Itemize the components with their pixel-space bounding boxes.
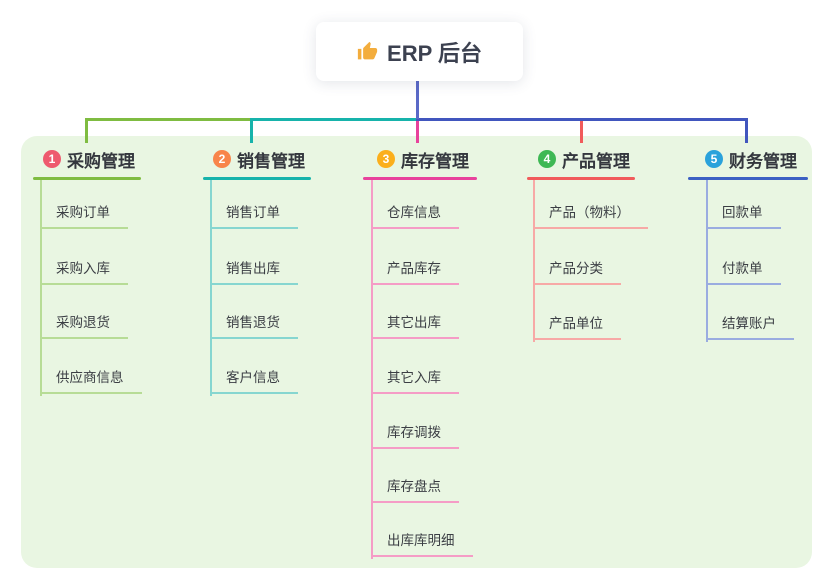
branch-label: 销售管理 xyxy=(237,151,305,171)
child-node[interactable]: 采购订单 xyxy=(40,201,128,229)
child-node[interactable]: 供应商信息 xyxy=(40,366,142,394)
branch-badge: 4 xyxy=(538,150,556,168)
drop-line-finance xyxy=(745,118,748,143)
branch-label: 采购管理 xyxy=(67,151,135,171)
drop-line-inventory xyxy=(416,121,419,143)
thumbs-up-icon xyxy=(357,41,378,60)
branch-underline xyxy=(203,177,311,180)
drop-line-product xyxy=(580,121,583,143)
root-title: ERP 后台 xyxy=(387,40,482,66)
child-node[interactable]: 产品分类 xyxy=(533,257,621,285)
child-node[interactable]: 销售订单 xyxy=(210,201,298,229)
root-stem-line xyxy=(416,81,419,119)
branch-underline xyxy=(33,177,141,180)
branch-title-inventory[interactable]: 3 库存管理 xyxy=(377,147,469,171)
child-node[interactable]: 其它入库 xyxy=(371,366,459,394)
branch-badge: 5 xyxy=(705,150,723,168)
child-node[interactable]: 销售出库 xyxy=(210,257,298,285)
branch-label: 产品管理 xyxy=(562,151,630,171)
tree-connector-line xyxy=(533,180,535,342)
tree-connector-line xyxy=(210,180,212,396)
branch-title-product[interactable]: 4 产品管理 xyxy=(538,147,630,171)
child-node[interactable]: 付款单 xyxy=(706,257,781,285)
child-node[interactable]: 结算账户 xyxy=(706,312,794,340)
tree-connector-line xyxy=(40,180,42,396)
child-node[interactable]: 采购入库 xyxy=(40,257,128,285)
child-node[interactable]: 产品库存 xyxy=(371,257,459,285)
bus-line-teal xyxy=(250,118,416,121)
branch-label: 库存管理 xyxy=(401,151,469,171)
child-node[interactable]: 销售退货 xyxy=(210,311,298,339)
branch-title-sales[interactable]: 2 销售管理 xyxy=(213,147,305,171)
tree-connector-line xyxy=(706,180,708,342)
child-node[interactable]: 采购退货 xyxy=(40,311,128,339)
branch-underline xyxy=(688,177,808,180)
drop-line-purchase xyxy=(85,118,88,143)
branch-label: 财务管理 xyxy=(729,151,797,171)
child-node[interactable]: 客户信息 xyxy=(210,366,298,394)
branch-title-purchase[interactable]: 1 采购管理 xyxy=(43,147,135,171)
branch-badge: 3 xyxy=(377,150,395,168)
child-node[interactable]: 其它出库 xyxy=(371,311,459,339)
child-node[interactable]: 库存盘点 xyxy=(371,475,459,503)
root-node[interactable]: ERP 后台 xyxy=(316,22,523,81)
branch-title-finance[interactable]: 5 财务管理 xyxy=(705,147,797,171)
child-node[interactable]: 库存调拨 xyxy=(371,421,459,449)
bus-line-blue xyxy=(416,118,748,121)
branch-underline xyxy=(527,177,635,180)
tree-connector-line xyxy=(371,180,373,559)
branch-badge: 1 xyxy=(43,150,61,168)
drop-line-sales xyxy=(250,118,253,143)
child-node[interactable]: 回款单 xyxy=(706,201,781,229)
child-node[interactable]: 产品（物料） xyxy=(533,201,648,229)
branches-panel xyxy=(21,136,812,568)
branch-underline xyxy=(363,177,477,180)
child-node[interactable]: 出库库明细 xyxy=(371,529,473,557)
branch-badge: 2 xyxy=(213,150,231,168)
child-node[interactable]: 产品单位 xyxy=(533,312,621,340)
bus-line-green xyxy=(85,118,250,121)
child-node[interactable]: 仓库信息 xyxy=(371,201,459,229)
